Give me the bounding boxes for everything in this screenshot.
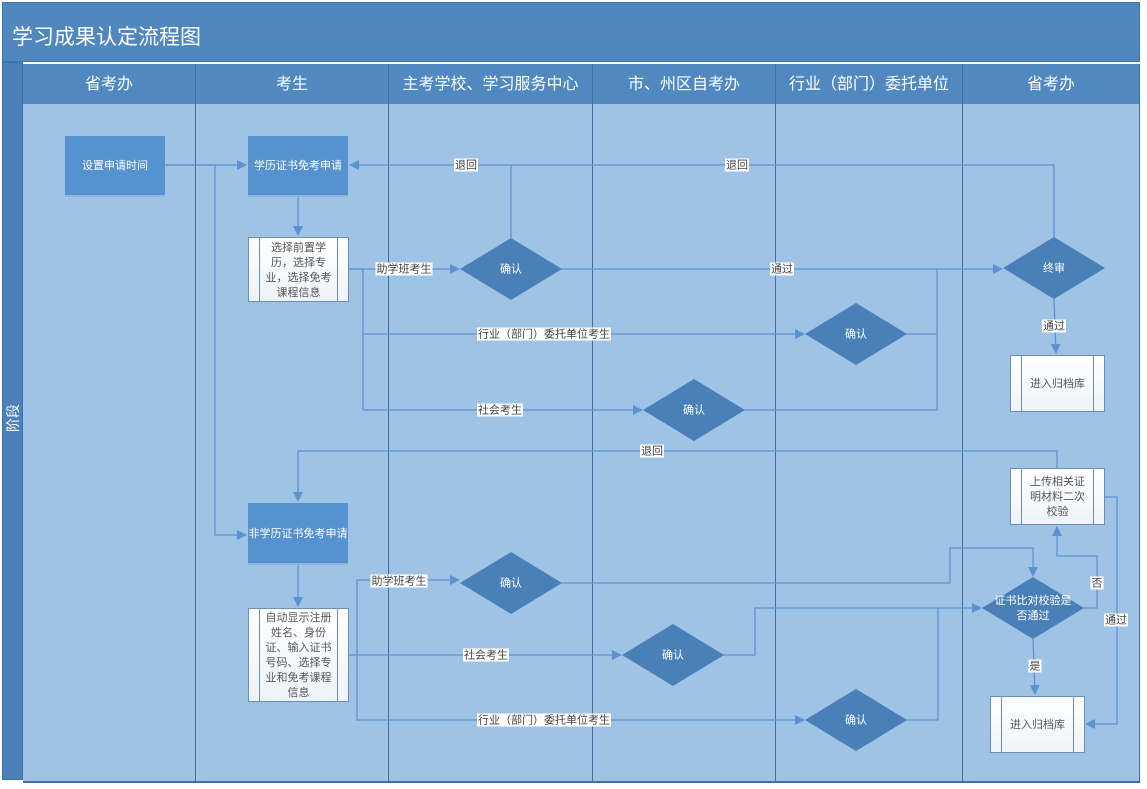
- decision-diamond[interactable]: [622, 624, 724, 686]
- node-nonedu-apply[interactable]: 非学历证书免考申请: [248, 503, 348, 563]
- connector-line: [356, 655, 805, 725]
- lane-school: [389, 104, 593, 782]
- node-set-time[interactable]: 设置申请时间: [65, 136, 165, 195]
- connector-line: [906, 608, 939, 721]
- edge-label-pass: 通过: [770, 262, 794, 276]
- edge-label-study-class: 助学班考生: [375, 262, 433, 276]
- title-bar: 学习成果认定流程图: [2, 2, 1140, 62]
- decision-diamond[interactable]: [805, 303, 907, 365]
- node-archive-2[interactable]: 进入归档库: [990, 696, 1085, 753]
- edge-label-pass: 通过: [1042, 319, 1066, 333]
- decision-confirm-city-1[interactable]: 确认: [683, 403, 705, 417]
- connector-line: [348, 268, 805, 339]
- decision-confirm-school-1[interactable]: 确认: [500, 262, 522, 276]
- edge-label-no: 否: [1090, 576, 1104, 590]
- decision-confirm-industry-2[interactable]: 确认: [845, 713, 867, 727]
- lane-header-industry: 行业（部门）委托单位: [776, 64, 963, 104]
- decision-cert-check[interactable]: 证书比对校验是否通过: [994, 594, 1072, 622]
- node-edu-apply[interactable]: 学历证书免考申请: [248, 136, 348, 195]
- edge-label-return: 退回: [454, 158, 478, 172]
- connector-line: [906, 268, 938, 335]
- lane-header-provincial-office-2: 省考办: [963, 64, 1140, 104]
- edge-label-industry: 行业（部门）委托单位考生: [477, 713, 611, 727]
- decision-diamond[interactable]: [982, 577, 1084, 639]
- edge-label-pass: 通过: [1104, 613, 1128, 627]
- decision-confirm-school-2[interactable]: 确认: [500, 576, 522, 590]
- lane-industry: [776, 104, 963, 782]
- edge-label-study-class: 助学班考生: [370, 574, 428, 588]
- decision-diamond[interactable]: [1003, 237, 1105, 299]
- node-upload-recheck[interactable]: 上传相关证明材料二次校验: [1010, 468, 1105, 525]
- lane-header-city-office: 市、州区自考办: [593, 64, 776, 104]
- edge-label-return: 退回: [640, 444, 664, 458]
- phase-band: 阶段: [2, 62, 23, 780]
- connector-line: [723, 603, 982, 656]
- connector-line: [356, 575, 460, 655]
- node-edu-select[interactable]: 选择前置学历，选择专业，选择免考课程信息: [248, 237, 349, 302]
- connector-line: [561, 547, 1038, 584]
- edge-label-yes: 是: [1028, 659, 1042, 673]
- decision-diamond[interactable]: [805, 689, 907, 751]
- bottom-border: [23, 781, 1140, 783]
- diagram-title: 学习成果认定流程图: [12, 25, 201, 49]
- connector-line: [1085, 496, 1118, 729]
- lane-provincial-office: [23, 104, 196, 782]
- edge-label-return: 退回: [725, 158, 749, 172]
- edge-label-social: 社会考生: [463, 648, 509, 662]
- lane-header-school: 主考学校、学习服务中心: [389, 64, 593, 104]
- decision-diamond[interactable]: [643, 379, 745, 441]
- decision-final-review[interactable]: 终审: [1043, 261, 1065, 275]
- connector-line: [511, 164, 1055, 237]
- connector-line: [349, 160, 512, 238]
- lane-provincial-office-2: [963, 104, 1140, 782]
- node-archive-1[interactable]: 进入归档库: [1010, 355, 1105, 412]
- lane-header-candidate: 考生: [196, 64, 389, 104]
- connector-line: [362, 334, 643, 415]
- decision-diamond[interactable]: [460, 552, 562, 614]
- decision-confirm-industry-1[interactable]: 确认: [845, 327, 867, 341]
- node-nonedu-input[interactable]: 自动显示注册姓名、身份证、输入证书号码、选择专业和免考课程信息: [248, 608, 349, 702]
- edge-label-social: 社会考生: [477, 403, 523, 417]
- connector-line: [293, 450, 1058, 502]
- edge-label-industry: 行业（部门）委托单位考生: [477, 327, 611, 341]
- connector-line: [165, 164, 247, 540]
- decision-confirm-city-2[interactable]: 确认: [662, 648, 684, 662]
- lane-header-provincial-office: 省考办: [23, 64, 196, 104]
- connector-line: [744, 334, 938, 411]
- connector-line: [1052, 526, 1098, 609]
- decision-diamond[interactable]: [460, 238, 562, 300]
